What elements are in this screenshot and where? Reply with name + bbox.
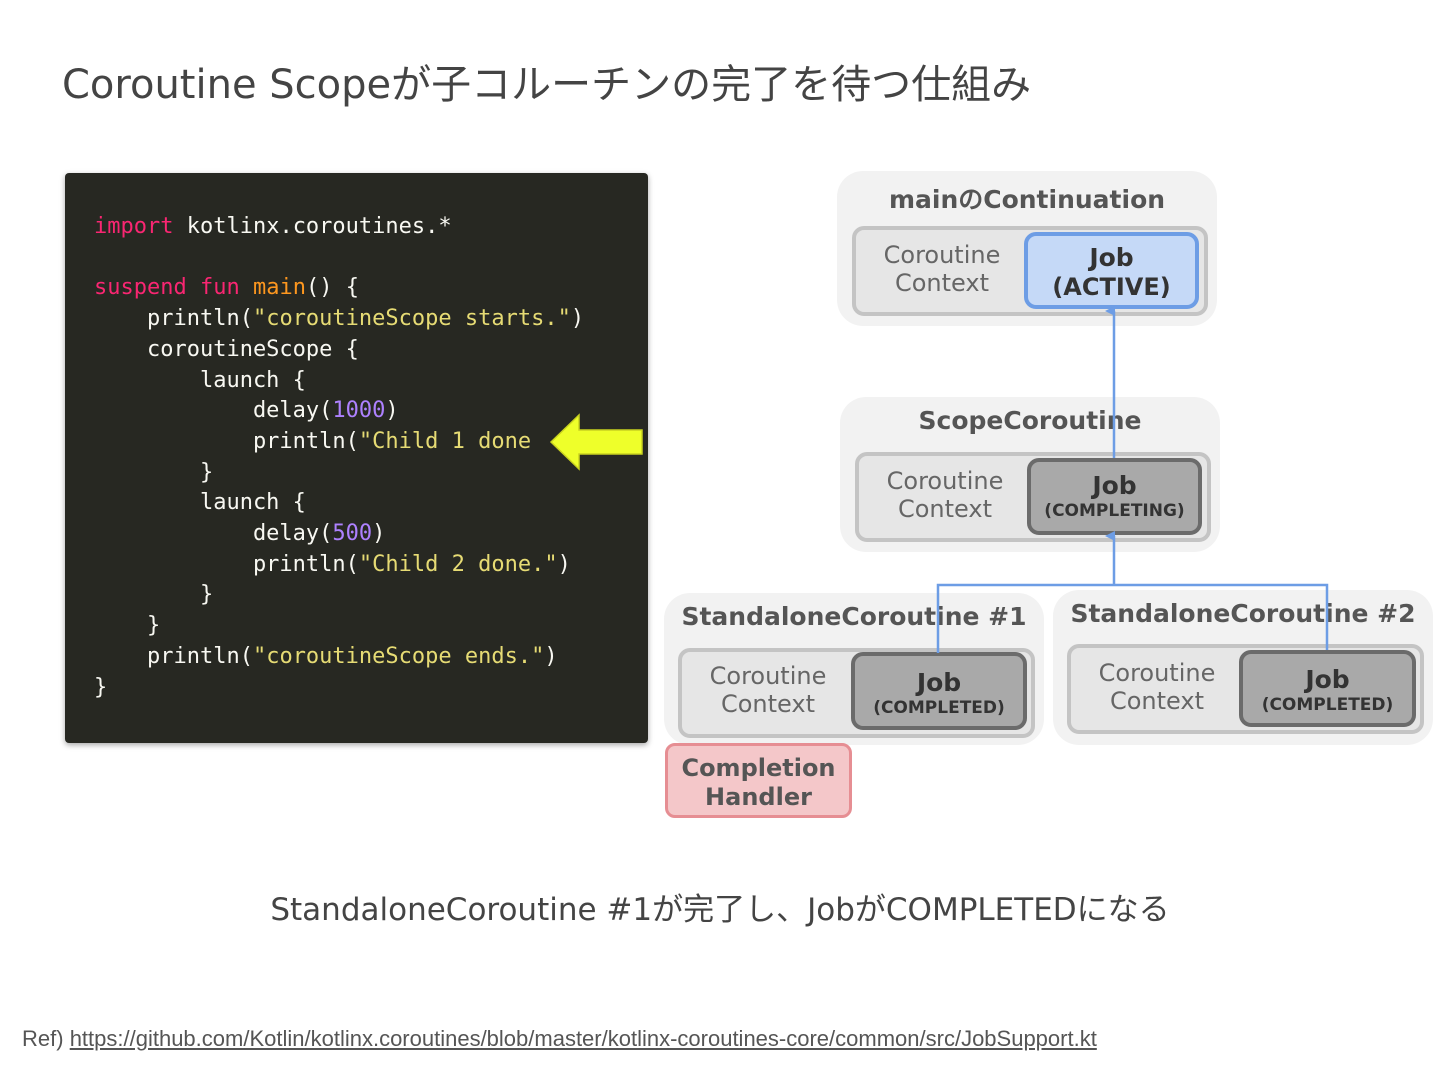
reference-line: Ref) https://github.com/Kotlin/kotlinx.c… <box>22 1026 1097 1052</box>
reference-prefix: Ref) <box>22 1026 70 1051</box>
code-line-8: println("Child 1 done <box>94 428 532 454</box>
standalone-1-job-state: (COMPLETED) <box>873 698 1005 718</box>
code-line-13: } <box>94 582 214 608</box>
scope-coroutine-title: ScopeCoroutine <box>918 406 1142 435</box>
scope-job-label: Job <box>1092 471 1137 500</box>
standalone-coroutine-1-box: StandaloneCoroutine #1 Coroutine Context… <box>664 593 1044 745</box>
code-line-10: launch { <box>94 490 306 516</box>
scope-job-state: (COMPLETING) <box>1044 501 1185 521</box>
scope-coroutine-box: ScopeCoroutine Coroutine Context Job (CO… <box>840 397 1220 552</box>
code-line-6: launch { <box>94 367 306 393</box>
code-panel <box>65 173 648 743</box>
code-line-11: delay(500) <box>94 521 386 547</box>
highlight-arrow-icon <box>549 413 643 471</box>
standalone-coroutine-2-title: StandaloneCoroutine #2 <box>1070 599 1416 628</box>
slide-title: Coroutine Scopeが子コルーチンの完了を待つ仕組み <box>62 62 1032 108</box>
code-line-4: println("coroutineScope starts.") <box>94 306 585 332</box>
code-line-3: suspend fun main() { <box>94 275 359 301</box>
scope-job: Job (COMPLETING) <box>1027 458 1202 535</box>
reference-link[interactable]: https://github.com/Kotlin/kotlinx.corout… <box>69 1026 1097 1051</box>
completion-handler: Completion Handler <box>665 743 852 818</box>
code-line-16: } <box>94 674 108 700</box>
main-job-state: (ACTIVE) <box>1052 273 1171 301</box>
slide-caption: StandaloneCoroutine #1が完了し、JobがCOMPLETED… <box>270 892 1170 928</box>
standalone-1-job-label: Job <box>916 668 962 697</box>
code-line-9: } <box>94 459 214 485</box>
standalone-1-job: Job (COMPLETED) <box>851 652 1027 730</box>
code-line-12: println("Child 2 done.") <box>94 551 571 577</box>
standalone-coroutine-1-title: StandaloneCoroutine #1 <box>681 602 1027 631</box>
standalone-2-job-label: Job <box>1305 665 1350 694</box>
code-line-1: import kotlinx.coroutines.* <box>94 214 452 239</box>
main-continuation-box: mainのContinuation Coroutine Context Job … <box>837 171 1217 326</box>
code-line-14: } <box>94 613 161 639</box>
code-line-5: coroutineScope { <box>94 336 359 362</box>
code-line-7: delay(1000) <box>94 398 399 424</box>
standalone-2-job: Job (COMPLETED) <box>1239 650 1416 727</box>
standalone-2-job-state: (COMPLETED) <box>1261 695 1394 715</box>
code-line-15: println("coroutineScope ends.") <box>94 643 558 669</box>
standalone-1-context-label: Coroutine Context <box>709 662 827 718</box>
code-block: import kotlinx.coroutines.* suspend fun … <box>94 212 584 703</box>
main-continuation-title: mainのContinuation <box>888 185 1166 214</box>
standalone-2-context-label: Coroutine Context <box>1098 659 1216 715</box>
standalone-coroutine-2-box: StandaloneCoroutine #2 Coroutine Context… <box>1053 590 1433 745</box>
main-job: Job (ACTIVE) <box>1024 232 1199 309</box>
main-context-label: Coroutine Context <box>883 241 1001 297</box>
main-job-label: Job <box>1089 243 1134 272</box>
scope-context-label: Coroutine Context <box>886 467 1004 523</box>
